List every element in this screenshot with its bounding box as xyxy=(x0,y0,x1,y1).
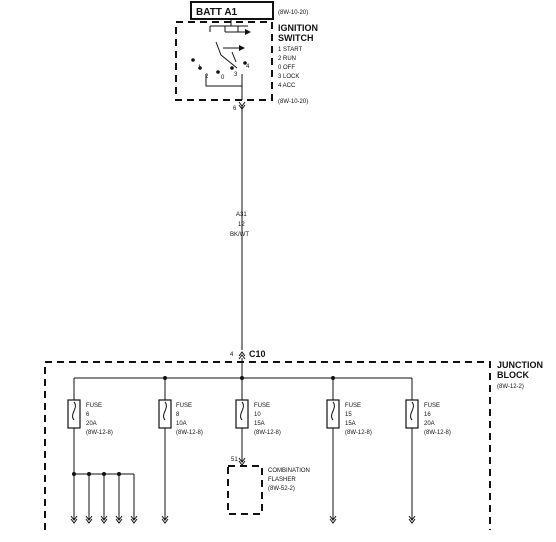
fuse-15-rating: 15A xyxy=(345,421,356,427)
junction-block-border xyxy=(44,361,491,530)
fuse-16-ref: (8W-12-8) xyxy=(424,430,451,436)
fuse-8-ref: (8W-12-8) xyxy=(176,430,203,436)
ignition-switch-title-1: IGNITION xyxy=(278,23,318,33)
fuse-15-ref: (8W-12-8) xyxy=(345,430,372,436)
contact-label-3: 3 xyxy=(234,72,238,78)
fuse-8-label: FUSE xyxy=(176,403,192,409)
combination-flasher-box xyxy=(227,465,263,515)
c10-connector-name: C10 xyxy=(249,349,266,359)
wire-circuit: A31 xyxy=(236,212,247,218)
flasher-ref: (8W-52-2) xyxy=(268,486,295,492)
switch-position-run: 2 RUN xyxy=(278,56,296,62)
contact-label-2: 2 xyxy=(205,74,209,80)
fuse-15-number: 15 xyxy=(345,412,352,418)
flasher-pin-label: 51 xyxy=(231,457,238,463)
wire-color: BK/WT xyxy=(230,232,249,238)
fuse-6-ref: (8W-12-8) xyxy=(86,430,113,436)
fuse-6-rating: 20A xyxy=(86,421,97,427)
switch-pin-label: 6 xyxy=(233,106,237,112)
switch-position-off: 0 OFF xyxy=(278,65,295,71)
fuse-16 xyxy=(405,378,419,520)
fuse-16-label: FUSE xyxy=(424,403,440,409)
ignition-switch-contacts xyxy=(191,22,251,100)
ignition-switch-title-2: SWITCH xyxy=(278,33,314,43)
flasher-label-2: FLASHER xyxy=(268,477,296,483)
fuse-10-number: 10 xyxy=(254,412,261,418)
fuse-15-label: FUSE xyxy=(345,403,361,409)
fuse-8-rating: 10A xyxy=(176,421,187,427)
junction-block-title-1: JUNCTION xyxy=(497,360,543,370)
junction-block-ref: (8W-12-2) xyxy=(497,384,524,390)
fuse-16-number: 16 xyxy=(424,412,431,418)
fuse-10-label: FUSE xyxy=(254,403,270,409)
flasher-label-1: COMBINATION xyxy=(268,468,310,474)
battery-box: BATT A1 xyxy=(190,1,274,20)
wire-gauge: 12 xyxy=(238,222,245,228)
battery-ref: (8W-10-20) xyxy=(278,10,308,16)
fuse-6 xyxy=(67,378,81,520)
fuse-8-number: 8 xyxy=(176,412,180,418)
switch-position-start: 1 START xyxy=(278,47,302,53)
battery-label: BATT A1 xyxy=(196,7,238,18)
contact-label-4: 4 xyxy=(246,64,250,70)
contact-label-0: 0 xyxy=(221,75,225,81)
fuse-6-label: FUSE xyxy=(86,403,102,409)
connector-chevron-c10 xyxy=(238,351,246,360)
fuse-10-ref: (8W-12-8) xyxy=(254,430,281,436)
ignition-switch-box xyxy=(175,21,273,101)
ignition-switch-ref: (8W-10-20) xyxy=(278,99,308,105)
fuse-15 xyxy=(326,378,340,520)
c10-pin-label: 4 xyxy=(230,352,234,358)
fuse-8 xyxy=(158,378,172,520)
fuse-6-number: 6 xyxy=(86,412,90,418)
fuse-6-splice-branches xyxy=(72,472,135,520)
fuse-10-rating: 15A xyxy=(254,421,265,427)
fuse-10 xyxy=(235,378,249,462)
junction-block-title-2: BLOCK xyxy=(497,370,529,380)
switch-position-lock: 3 LOCK xyxy=(278,74,299,80)
switch-position-acc: 4 ACC xyxy=(278,83,296,89)
fuse-16-rating: 20A xyxy=(424,421,435,427)
contact-label-1: 1 xyxy=(198,65,202,71)
output-chevrons xyxy=(70,457,416,524)
